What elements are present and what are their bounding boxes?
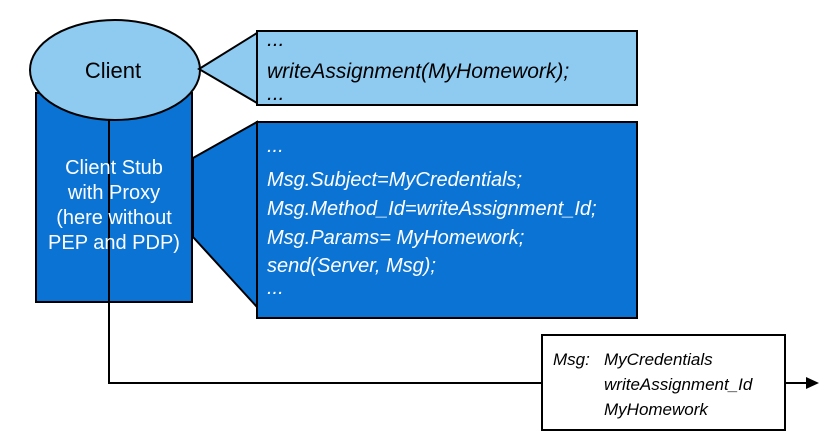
stub-code-callout-pointer xyxy=(192,120,258,310)
stub-code-line: Msg.Method_Id=writeAssignment_Id; xyxy=(267,198,597,220)
stub-code-line: ... xyxy=(267,277,284,299)
stub-code-callout-body xyxy=(256,121,638,319)
client-stub-label-line: Client Stub xyxy=(65,157,163,179)
message-value: MyCredentials xyxy=(604,350,713,369)
client-code-line: ... xyxy=(267,28,285,51)
client-code-line: ... xyxy=(267,82,285,105)
client-label: Client xyxy=(85,58,141,83)
message-value: writeAssignment_Id xyxy=(604,375,753,394)
message-box-body xyxy=(541,334,786,431)
message-value: MyHomework xyxy=(604,400,709,419)
client-stub-label-line: PEP and PDP) xyxy=(48,232,180,254)
stub-code-callout: ... Msg.Subject=MyCredentials; Msg.Metho… xyxy=(192,120,638,319)
client-stub-box xyxy=(35,92,193,303)
client-code-callout-pointer xyxy=(197,31,258,105)
arrowhead-icon xyxy=(806,377,819,389)
stub-code-line: ... xyxy=(267,135,284,157)
client-code-line: writeAssignment(MyHomework); xyxy=(267,60,569,83)
client-stub-label-line: (here without xyxy=(56,207,172,229)
stub-code-line: send(Server, Msg); xyxy=(267,255,436,277)
message-box: Msg: MyCredentials writeAssignment_Id My… xyxy=(541,334,786,431)
stub-code-line: Msg.Params= MyHomework; xyxy=(267,227,524,249)
stub-code-line: Msg.Subject=MyCredentials; xyxy=(267,169,522,191)
message-label: Msg: xyxy=(553,350,590,369)
client-stub-label-line: with Proxy xyxy=(67,182,160,204)
client-code-callout-body xyxy=(256,30,638,106)
client-stub-label: Client Stub with Proxy (here without PEP… xyxy=(48,157,180,254)
client-code-callout: ... writeAssignment(MyHomework); ... xyxy=(197,28,638,106)
